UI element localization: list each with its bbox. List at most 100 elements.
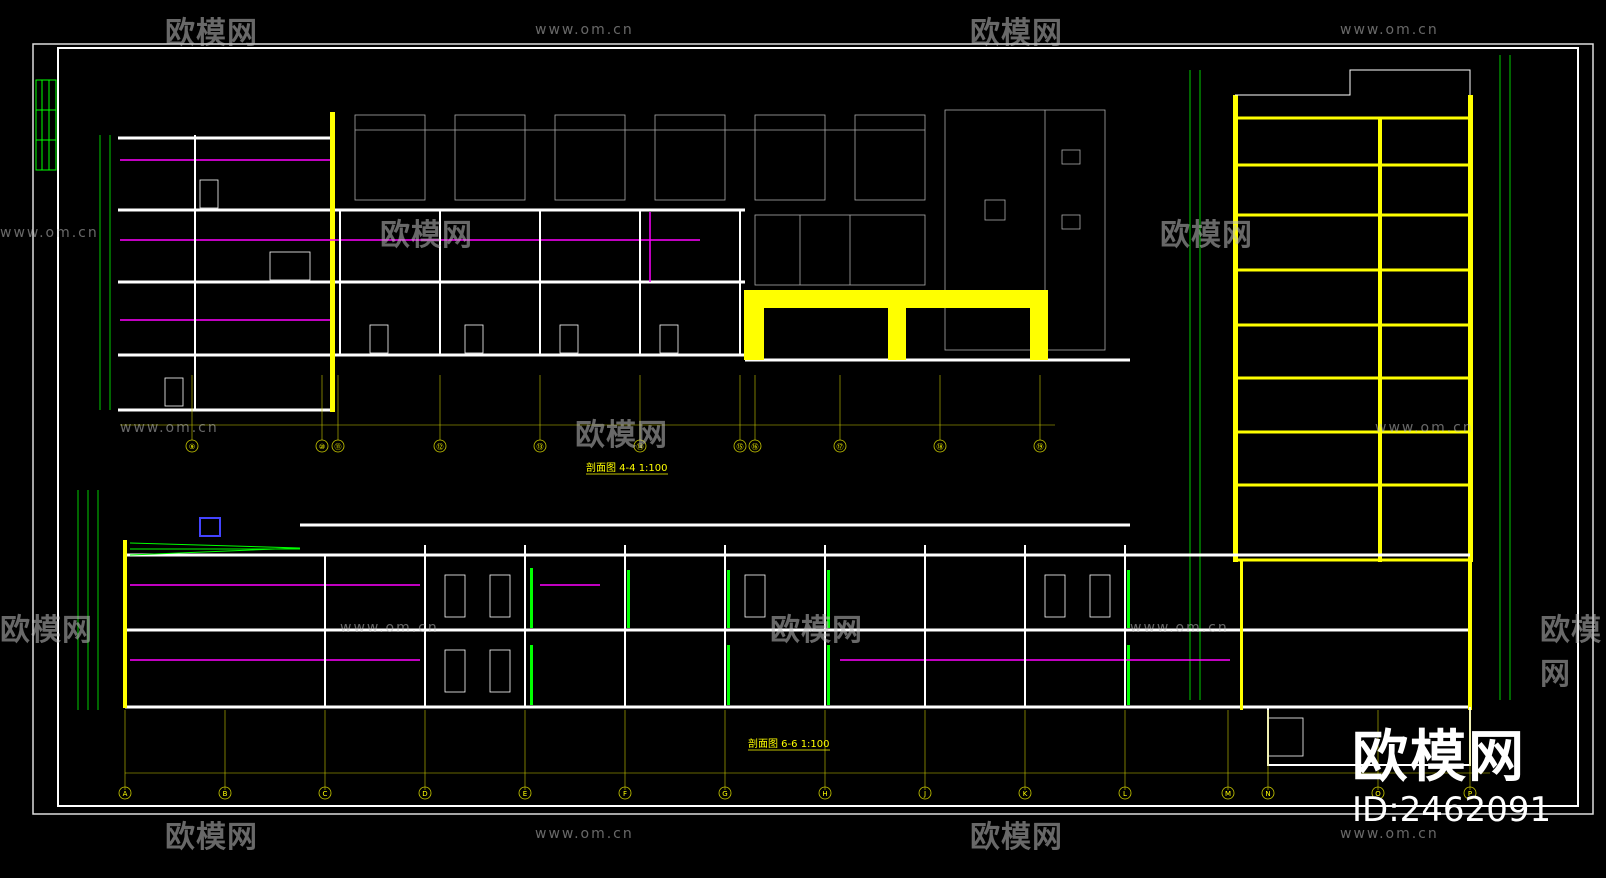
axis-label: ⑯ (752, 443, 759, 451)
watermark-url: www.om.cn (535, 826, 634, 842)
doors-top (164, 179, 679, 407)
axis-label: ⑲ (1037, 443, 1044, 451)
axis-label: G (722, 790, 727, 798)
tower-dims (1189, 55, 1511, 700)
facade-windows (354, 109, 1106, 351)
title-block (35, 79, 57, 171)
pipes-bottom (130, 584, 1230, 661)
axis-bubble (1118, 786, 1132, 800)
axis-label: E (523, 790, 527, 798)
axis-label: C (323, 790, 328, 798)
floor-slabs-bottom (125, 523, 1470, 709)
section-title-top: 剖面图 4-4 1:100 (586, 461, 668, 474)
yellow-walls-bottom (123, 540, 1472, 710)
axis-label: H (822, 790, 827, 798)
pipes-top (120, 140, 700, 400)
grid-lines-bottom (124, 710, 1490, 790)
axis-label: ⑭ (637, 443, 644, 451)
green-walls-bottom (530, 568, 1130, 705)
axis-bubble (1018, 786, 1032, 800)
yellow-walls-top (330, 112, 1048, 412)
axis-label: ⑩ (319, 443, 325, 451)
axis-label: ⑮ (737, 443, 744, 451)
axis-bubble (918, 786, 932, 800)
axis-label: K (1023, 790, 1028, 798)
watermark-url: www.om.cn (0, 225, 99, 241)
axis-label: F (623, 790, 627, 798)
axis-bubble (418, 786, 432, 800)
brand-logo: 欧模网 (1352, 725, 1526, 790)
axis-bubble (833, 439, 847, 453)
axis-bubble (185, 439, 199, 453)
axis-label: ⑱ (937, 443, 944, 451)
axis-label: O (1375, 790, 1381, 798)
watermark-logo: 欧模网 (1160, 218, 1253, 253)
grid-lines-top (120, 375, 1055, 440)
axis-bubble (518, 786, 532, 800)
axis-label: ⑰ (837, 443, 844, 451)
axis-label: ⑪ (335, 443, 342, 451)
tower-roof (1235, 69, 1471, 96)
axis-bubble (633, 439, 647, 453)
axis-bubble (1371, 786, 1385, 800)
watermark-url: www.om.cn (1340, 826, 1439, 842)
axis-bubble (1463, 786, 1477, 800)
axis-label: D (422, 790, 427, 798)
axis-bubble (218, 786, 232, 800)
axis-bubble (618, 786, 632, 800)
vertical-dims-top (99, 135, 111, 410)
axis-bubble (318, 786, 332, 800)
axis-bubble (933, 439, 947, 453)
brand-id-label: ID:2462091 (1352, 790, 1552, 830)
axis-label: J (923, 790, 926, 798)
axis-bubble (1261, 786, 1275, 800)
axis-bubble (818, 786, 832, 800)
tower-floors (1235, 116, 1470, 562)
section-bottom (77, 490, 1490, 790)
axis-label: L (1123, 790, 1127, 798)
axis-label: ⑬ (537, 443, 544, 451)
axis-label: ⑨ (189, 443, 195, 451)
axis-bubble (118, 786, 132, 800)
watermark-url: www.om.cn (1130, 620, 1229, 636)
axis-bubble (433, 439, 447, 453)
watermark-logo: 欧模网 (165, 16, 258, 51)
windows-bottom (444, 574, 1304, 757)
watermark-logo: 欧模网 (575, 418, 668, 453)
axis-bubble (733, 439, 747, 453)
section-title-bottom: 剖面图 6-6 1:100 (748, 737, 830, 750)
axis-label: B (223, 790, 228, 798)
axis-bubble (748, 439, 762, 453)
watermark-logo: 欧模网 (970, 820, 1063, 855)
axis-bubble (1033, 439, 1047, 453)
watermark-logo: 欧模网 (0, 613, 93, 648)
axis-bubble (315, 439, 329, 453)
vertical-dims-bottom (77, 490, 99, 710)
watermark-url: www.om.cn (535, 22, 634, 38)
axis-label: M (1225, 790, 1231, 798)
columns-bottom (324, 545, 1126, 707)
section-tower (1189, 55, 1511, 700)
axis-label: N (1265, 790, 1270, 798)
inner-frame (57, 47, 1579, 807)
watermark-logo: 欧模网 (770, 613, 863, 648)
axis-label: A (123, 790, 128, 798)
section-top (99, 109, 1130, 440)
blue-marker-icon (199, 517, 221, 537)
watermark-url: www.om.cn (120, 420, 219, 436)
watermark-url: www.om.cn (1375, 420, 1474, 436)
truss-roof (129, 542, 301, 556)
watermark-logo: 欧模网 (1540, 613, 1602, 692)
axis-label: ⑫ (437, 443, 444, 451)
axis-bubble (1221, 786, 1235, 800)
watermark-logo: 欧模网 (380, 218, 473, 253)
watermark-url: www.om.cn (340, 620, 439, 636)
axis-label: P (1468, 790, 1472, 798)
outer-border (32, 43, 1594, 815)
tower-walls (1233, 95, 1473, 562)
watermark-url: www.om.cn (1340, 22, 1439, 38)
axis-bubble (331, 439, 345, 453)
columns-top (194, 135, 741, 410)
